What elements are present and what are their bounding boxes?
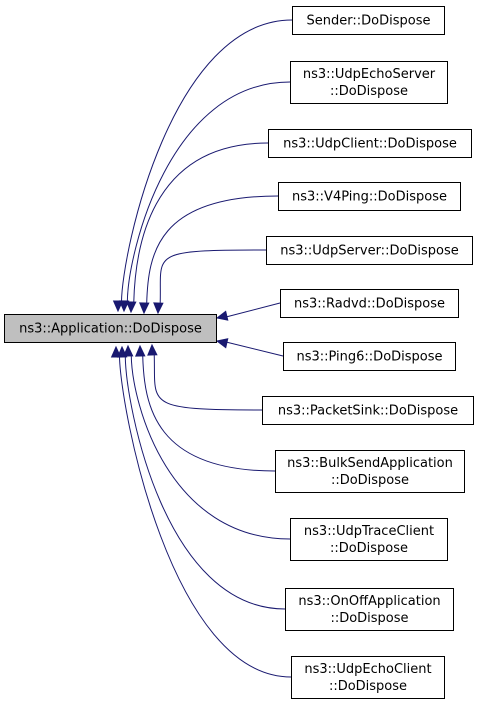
arrowhead-10 [122,344,134,357]
caller-node-3-box [268,129,472,158]
edge-2 [126,81,291,303]
edge-9 [142,354,276,472]
caller-node-6-box [280,289,459,318]
caller-node-11-box [285,588,454,631]
edge-7 [224,341,284,357]
caller-node-12-box [291,656,445,699]
arrowhead-5 [153,302,164,315]
caller-node-1-box [292,6,445,35]
arrowhead-9 [134,344,146,357]
arrowhead-12 [110,345,122,358]
arrowhead-2 [118,300,130,313]
edge-8 [153,353,263,411]
caller-node-4-box [278,182,461,211]
edge-11 [124,355,286,610]
caller-node-11-label-line: ns3::OnOffApplication [298,594,440,609]
caller-node-7-label-line: ns3::Ping6::DoDispose [296,350,442,365]
caller-node-8-box [262,396,474,425]
caller-node-5-label-line: ns3::UdpServer::DoDispose [280,244,459,259]
arrowhead-3 [125,301,137,314]
caller-node-9-label-line: ::DoDispose [331,473,409,488]
edge-10 [130,354,291,540]
arrowhead-6 [215,310,229,321]
arrowhead-7 [215,338,229,349]
root-node-label-line: ns3::Application::DoDispose [19,322,202,337]
caller-node-12[interactable]: ns3::UdpEchoClient::DoDispose [291,656,445,699]
caller-node-10-box [290,518,448,561]
nodes-layer: ns3::Application::DoDispose Sender::DoDis… [4,6,474,699]
caller-node-4[interactable]: ns3::V4Ping::DoDispose [278,182,461,211]
edge-4 [146,195,279,305]
caller-node-6[interactable]: ns3::Radvd::DoDispose [280,289,459,318]
caller-node-7[interactable]: ns3::Ping6::DoDispose [283,342,456,371]
caller-node-3[interactable]: ns3::UdpClient::DoDispose [268,129,472,158]
caller-node-12-label-line: ::DoDispose [329,679,407,694]
edge-12 [119,355,292,678]
caller-node-6-label-line: ns3::Radvd::DoDispose [294,297,445,312]
caller-node-10-label-line: ns3::UdpTraceClient [304,524,434,539]
caller-node-2-label-line: ::DoDispose [330,84,408,99]
caller-node-9-label-line: ns3::BulkSendApplication [287,456,453,471]
arrowhead-4 [139,302,150,315]
caller-node-8-label-line: ns3::PacketSink::DoDispose [278,404,458,419]
root-node-box [4,314,217,343]
caller-node-9[interactable]: ns3::BulkSendApplication::DoDispose [275,450,465,493]
caller-node-10-label-line: ::DoDispose [330,541,408,556]
caller-node-2-box [290,61,448,104]
edge-5 [159,249,267,305]
caller-node-1[interactable]: Sender::DoDispose [292,6,445,35]
caller-node-10[interactable]: ns3::UdpTraceClient::DoDispose [290,518,448,561]
caller-node-8[interactable]: ns3::PacketSink::DoDispose [262,396,474,425]
arrowhead-8 [147,343,158,356]
edge-3 [133,142,269,304]
caller-node-7-box [283,342,456,371]
caller-node-12-label-line: ns3::UdpEchoClient [304,662,431,677]
caller-node-11-label-line: ::DoDispose [330,611,408,626]
edge-6 [224,302,281,318]
edges-layer [110,19,293,678]
caller-node-1-label-line: Sender::DoDispose [307,14,431,29]
caller-node-3-label-line: ns3::UdpClient::DoDispose [283,137,457,152]
caller-node-9-box [275,450,465,493]
caller-node-4-label-line: ns3::V4Ping::DoDispose [292,190,447,205]
caller-node-5-box [266,236,473,265]
caller-node-2-label-line: ns3::UdpEchoServer [303,67,436,82]
root-node[interactable]: ns3::Application::DoDispose [4,314,217,343]
caller-node-2[interactable]: ns3::UdpEchoServer::DoDispose [290,61,448,104]
caller-node-11[interactable]: ns3::OnOffApplication::DoDispose [285,588,454,631]
caller-node-5[interactable]: ns3::UdpServer::DoDispose [266,236,473,265]
edge-1 [120,19,293,303]
